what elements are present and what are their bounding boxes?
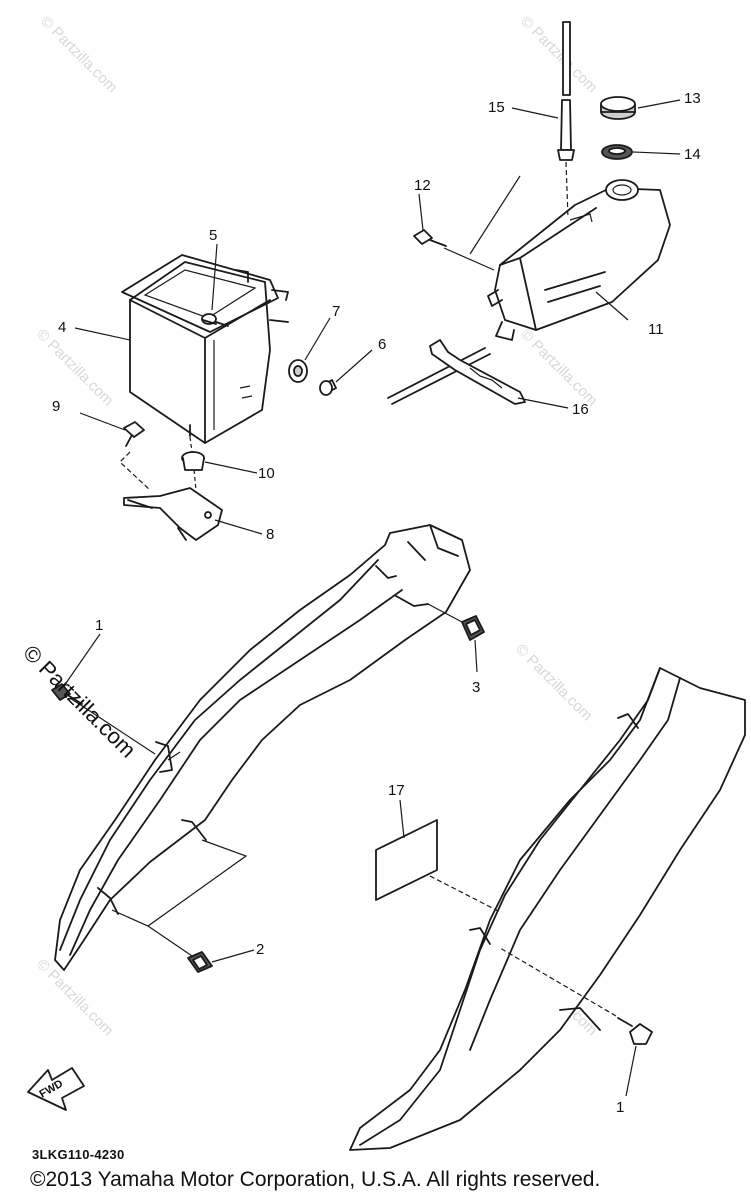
callout-leaders — [63, 99, 681, 1097]
callout-12: 12 — [414, 177, 431, 194]
callout-14: 14 — [684, 146, 701, 163]
grommet-3 — [461, 615, 485, 641]
callout-17: 17 — [388, 782, 405, 799]
callouts: 5 4 7 6 9 10 8 12 15 13 14 11 16 1 3 17 … — [52, 90, 701, 1116]
callout-2: 2 — [256, 941, 264, 958]
cap-13 — [600, 96, 636, 120]
watermark: © Partzilla.com — [517, 326, 600, 409]
callout-16: 16 — [572, 401, 589, 418]
leader-3 — [427, 603, 463, 623]
callout-5: 5 — [209, 227, 217, 244]
bolt-12 — [413, 229, 495, 271]
screw-5 — [201, 313, 229, 327]
watermark: © Partzilla.com — [33, 956, 116, 1039]
callout-15: 15 — [488, 99, 505, 116]
diagram-code: 3LKG110-4230 — [32, 1147, 125, 1162]
callout-9: 9 — [52, 398, 60, 415]
bracket-8 — [123, 487, 223, 541]
watermark: © Partzilla.com — [517, 13, 600, 96]
bolt-9 — [119, 421, 151, 491]
seal-14 — [601, 144, 633, 160]
callout-8: 8 — [266, 526, 274, 543]
oil-tank — [487, 179, 671, 341]
callout-4: 4 — [58, 319, 66, 336]
callout-6: 6 — [378, 336, 386, 353]
grommet-2 — [187, 951, 213, 973]
leader-2-box — [111, 839, 248, 927]
copyright-notice: ©2013 Yamaha Motor Corporation, U.S.A. A… — [30, 1168, 601, 1191]
watermark: © Partzilla.com — [37, 13, 120, 96]
callout-11: 11 — [648, 321, 664, 338]
watermark: © Partzilla.com — [512, 641, 595, 724]
leader-1a-line — [69, 697, 156, 755]
collar-6 — [319, 379, 337, 396]
damper-7 — [288, 359, 308, 383]
battery-box — [121, 254, 289, 444]
leader-2 — [147, 925, 196, 959]
grommet-10 — [181, 436, 205, 491]
rod-15 — [557, 21, 575, 219]
emblem-17 — [375, 799, 501, 913]
right-side-cover — [349, 667, 746, 1151]
callout-1b: 1 — [616, 1099, 624, 1116]
callout-7: 7 — [332, 303, 340, 320]
left-side-cover — [54, 524, 471, 971]
forward-arrow-icon: FWD — [27, 1067, 85, 1111]
callout-13: 13 — [684, 90, 701, 107]
hose-16 — [387, 339, 526, 405]
callout-3: 3 — [472, 679, 480, 696]
callout-10: 10 — [258, 465, 275, 482]
callout-1a: 1 — [95, 617, 103, 634]
watermark: © Partzilla.com — [33, 326, 116, 409]
bolt-1b — [499, 947, 653, 1045]
bolt-1a — [51, 683, 83, 705]
tank-mount-leader — [469, 175, 521, 255]
